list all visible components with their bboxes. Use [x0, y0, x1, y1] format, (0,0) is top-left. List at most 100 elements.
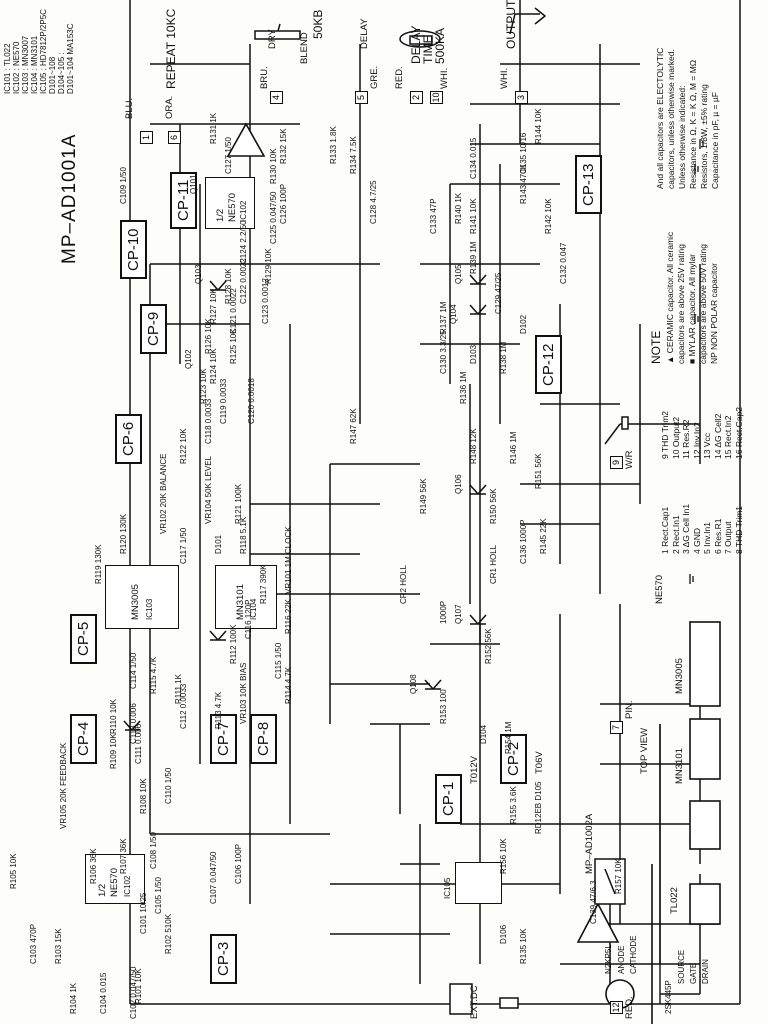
part-label: C119 0.0033 [219, 378, 228, 424]
cp-1-label: CP-1 [435, 773, 462, 824]
part-label: CR1 HOLL [489, 544, 498, 584]
part-label: C118 0.0033 [204, 398, 213, 444]
part-label: R144 10K [534, 108, 543, 144]
part-label: VR103 10K BIAS [239, 662, 248, 724]
part-label: C107 0.047/50 [209, 851, 218, 905]
part-label: C133 47P [429, 198, 438, 234]
note-extra-line: Capacitance in pF, µ = µF [710, 92, 720, 189]
terminal-10-caption: DELAY TIME 500KA [409, 25, 447, 64]
part-label: VR104 50K LEVEL [204, 455, 213, 524]
cp-12-label: CP-12 [535, 335, 562, 394]
terminal-2-label: RED. [394, 66, 405, 89]
part-label: R103 15K [54, 928, 63, 964]
ic105-ref: IC105 [443, 877, 452, 899]
mn3101-pkg-label: MN3101 [674, 748, 685, 784]
part-label: R108 10K [139, 778, 148, 814]
ne570-package [689, 621, 721, 707]
note-extra-line: And all capacitors are ELECTOLYTIC [655, 47, 665, 189]
part-label: VR102 20K BALANCE [159, 453, 168, 535]
part-label: D106 [499, 924, 508, 944]
board-title: MP–AD1001A [59, 133, 80, 264]
part-label: R150 56K [489, 488, 498, 524]
part-label: C134 0.015 [469, 137, 478, 179]
pin-entry: 13 Vcc [702, 433, 712, 459]
top-view-label: TOP VIEW [639, 727, 650, 774]
fet-pin-anode: ANODE [617, 945, 626, 974]
transistor-label: Q106 [454, 474, 463, 494]
terminal-3-caption: OUTPUT [504, 0, 518, 49]
ic-legend-line: IC102 : NE570 [12, 41, 21, 94]
part-label: R109 10K [109, 733, 118, 769]
pin-entry: 1 Rect.Cap1 [660, 506, 670, 554]
part-label: R156 10K [499, 838, 508, 874]
part-label: R149 56K [419, 478, 428, 514]
part-label: R139 1M [469, 241, 478, 274]
part-label: VR105 20K FEEDBACK [59, 742, 68, 829]
pin-entry: 8 THD Trim1 [733, 505, 744, 554]
part-label: C112 0.0033 [179, 683, 188, 729]
ic102a-line1: 1/2 [97, 883, 108, 897]
part-label: R141 10K [469, 198, 478, 234]
part-label: C108 1/50 [149, 832, 158, 869]
terminal-1: 1 [140, 131, 153, 144]
fet-pin-gate: GATE [689, 962, 698, 984]
part-label: C116 120P [244, 599, 253, 639]
part-label: D104 [479, 724, 488, 744]
cp-3-label: CP-3 [210, 933, 237, 984]
cp-6-label: CP-6 [115, 413, 142, 464]
ext-dc-label: EXT.DC [469, 985, 480, 1019]
terminal-1-label: BLU. [124, 97, 135, 119]
part-label: R147 62K [349, 408, 358, 444]
note-line: ■ MYLAR capacitor. All mylar [687, 253, 697, 364]
pin-entry: 14 ΔG Cell2 [712, 413, 723, 459]
ic-legend-line: IC101 : TL022 [3, 43, 12, 94]
part-label: VR101 1M CLOCK [284, 526, 293, 594]
part-label: R131 1K [209, 112, 218, 144]
part-label: R143 470K [519, 163, 528, 204]
part-label: C120 0.0018 [247, 378, 256, 424]
mn3005-pkg-label: MN3005 [674, 658, 685, 694]
terminal-5: 5 [355, 91, 368, 104]
part-label: D103 [469, 344, 478, 364]
ext-dc-jack [449, 983, 519, 1015]
pin-entry: 9 THD Trim2 [660, 410, 670, 459]
part-label: RD12EB D105 [534, 781, 543, 834]
part-label: R142 10K [544, 198, 553, 234]
part-label: R120 130K [119, 513, 128, 554]
note-title: NOTE [649, 330, 663, 364]
ic-legend-line: IC104 : MN3101 [30, 35, 39, 94]
part-label: CR2 HOLL [399, 564, 408, 604]
ne570-pin-list-right: 9 THD Trim2 10 Output2 11 Res.R2 12 Inv.… [660, 369, 744, 459]
transistor-label: Q108 [409, 674, 418, 694]
cp-8-label: CP-8 [250, 713, 277, 764]
part-label: R136 1M [459, 371, 468, 404]
tl022-package [689, 883, 721, 925]
op-amp-symbols [226, 122, 620, 943]
part-label: R133 1.8K [329, 126, 338, 164]
ne570-pkg-label: NE570 [654, 574, 665, 604]
part-label: R107 36K [119, 838, 128, 874]
fet-pin-cathode: CATHODE [629, 935, 638, 974]
terminal-7: 7 [610, 721, 623, 734]
part-label: R152 56K [484, 628, 493, 664]
part-label: R116 22K [284, 599, 293, 634]
part-label: R122 10K [179, 428, 188, 464]
cp-13-label: CP-13 [575, 155, 602, 214]
part-label: R153 100 [439, 689, 448, 724]
supply-12v: T012V [469, 756, 480, 784]
transistor-label: Q105 [454, 264, 463, 284]
terminal-6-caption: REPEAT 10KC [164, 8, 178, 89]
part-label: R130 10K [269, 148, 278, 184]
part-label: R154 1M [504, 721, 513, 754]
part-label: C111 0.006 [134, 723, 143, 764]
part-label: R110 10K [109, 699, 118, 734]
ne570-pin-list-left: 1 Rect.Cap1 2 Rect.In1 3 ΔG Cell In1 4 G… [660, 464, 744, 554]
part-label: R124 10K [209, 348, 218, 384]
mn3101-package [689, 800, 721, 850]
ic-legend-line: IC103 : MN3007 [21, 35, 30, 94]
terminal-5-label: GRE. [369, 65, 380, 89]
terminal-7-label: PIN. [624, 700, 635, 719]
part-label: C139 47/6.3 [589, 880, 598, 924]
terminal-12-label: RED. [624, 996, 635, 1019]
